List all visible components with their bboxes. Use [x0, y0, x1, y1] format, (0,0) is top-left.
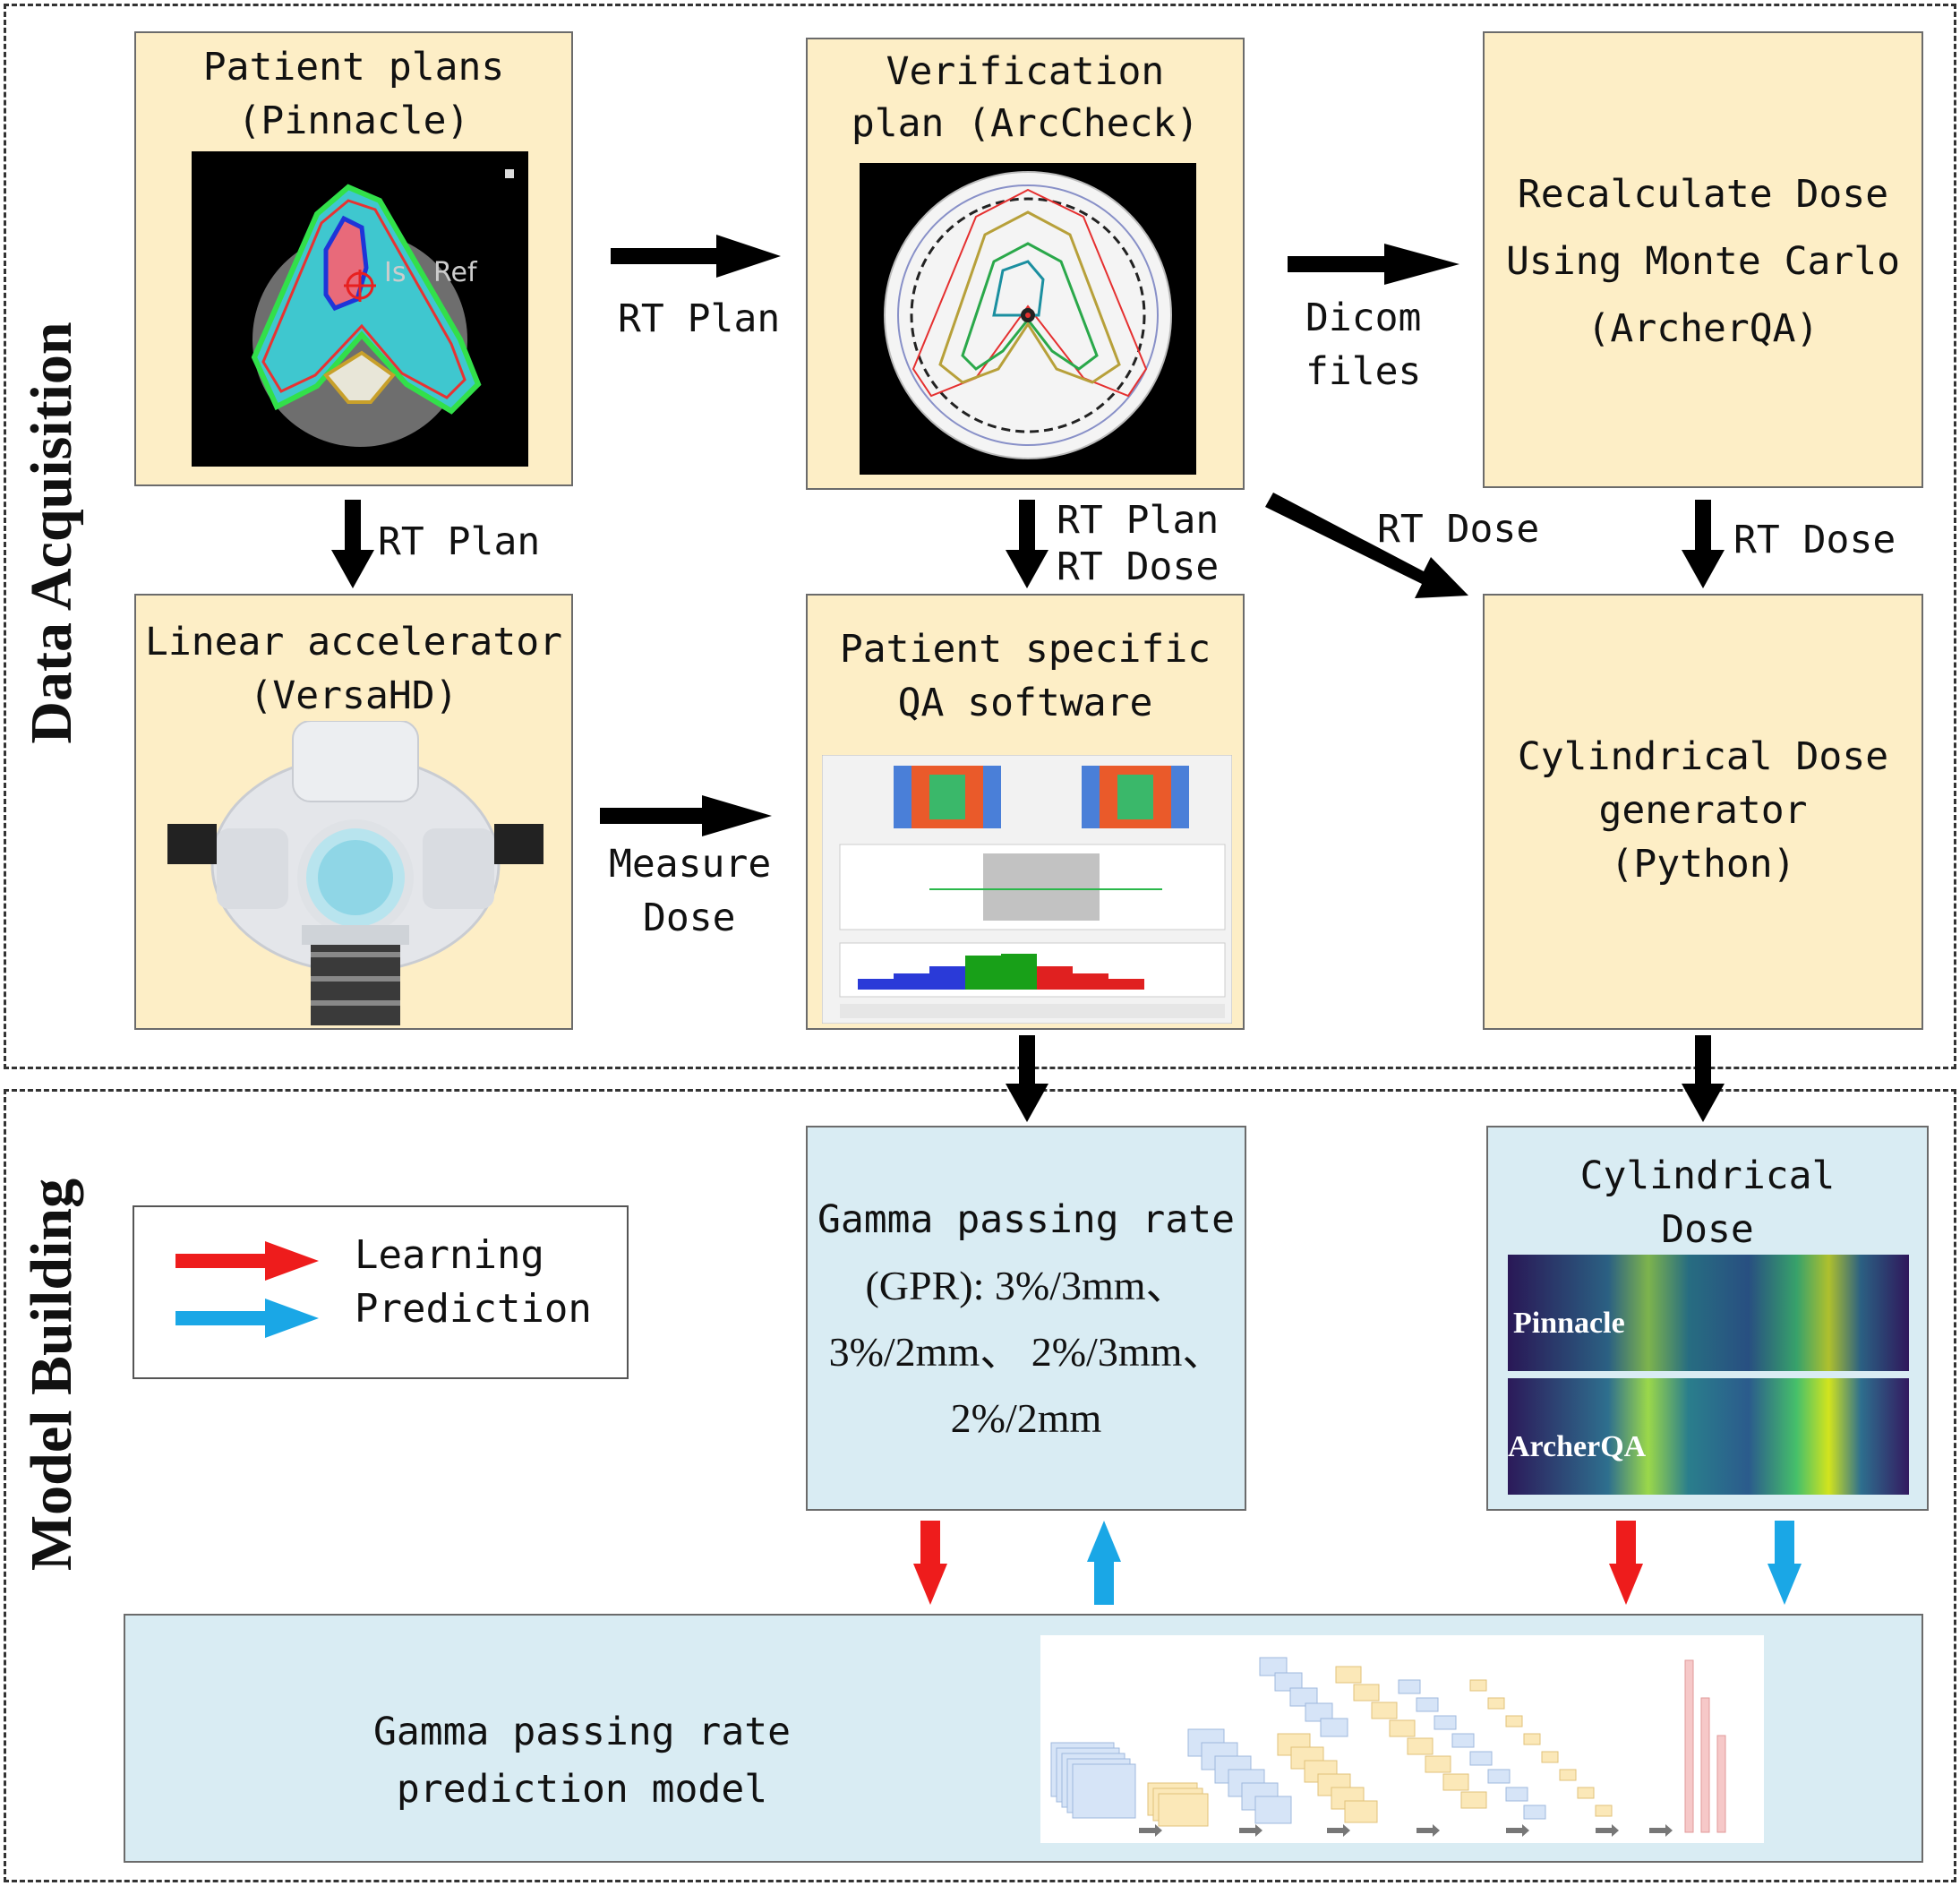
data-acquisition-section: [4, 4, 1956, 1069]
prediction-model-line1: Gamma passing rate: [373, 1710, 791, 1754]
label-rt-dose-mid: RT Dose: [1057, 544, 1220, 589]
prediction-model-box: Gamma passing rate prediction model: [124, 1614, 1923, 1863]
cnn-architecture-image: [1040, 1635, 1764, 1843]
recalculate-dose-line1: Recalculate Dose: [1517, 172, 1889, 217]
label-measure: Measure: [609, 842, 772, 887]
linear-accelerator-subtitle: (VersaHD): [249, 673, 458, 718]
gpr-line4: 2%/2mm: [950, 1395, 1102, 1441]
patient-plans-subtitle: (Pinnacle): [237, 99, 470, 143]
arrow-prediction-cylindrical: [1767, 1521, 1802, 1605]
cylindrical-generator-line2: generator: [1598, 788, 1808, 833]
linear-accelerator-box: Linear accelerator (VersaHD): [134, 594, 573, 1030]
recalculate-dose-line3: (ArcherQA): [1587, 306, 1819, 351]
arrow-learning-gpr: [913, 1521, 947, 1605]
model-building-section: [4, 1089, 1956, 1882]
cylindrical-generator-box: Cylindrical Dose generator (Python): [1483, 594, 1923, 1030]
arrow-recalculate-to-cylindrical: [1682, 500, 1725, 588]
arrow-prediction-gpr: [1087, 1521, 1121, 1605]
gpr-line3: 3%/2mm、 2%/3mm、: [828, 1329, 1224, 1375]
label-dose: Dose: [643, 896, 736, 940]
ct-scan-image: Is Ref: [192, 151, 528, 467]
arrow-patient-to-linac: [331, 500, 374, 588]
patient-plans-box: Patient plans (Pinnacle) Is Ref: [134, 31, 573, 486]
linac-image: [167, 721, 543, 1025]
arrow-verification-to-cylindrical: [1265, 493, 1468, 598]
gpr-line1: Gamma passing rate: [817, 1197, 1235, 1242]
legend-prediction-label: Prediction: [355, 1286, 592, 1332]
legend-learning-label: Learning: [355, 1232, 544, 1278]
verification-plan-box: Verification plan (ArcCheck): [806, 38, 1245, 490]
arrow-patient-to-verification: [611, 235, 781, 278]
svg-text:Ref: Ref: [433, 257, 478, 288]
label-rt-dose-right: RT Dose: [1733, 518, 1896, 562]
recalculate-dose-line2: Using Monte Carlo: [1505, 239, 1901, 284]
archerqa-label: ArcherQA: [1508, 1430, 1647, 1463]
pinnacle-dose-map: [1508, 1255, 1909, 1371]
patient-plans-title: Patient plans: [202, 45, 505, 90]
arrow-verification-to-qa: [1006, 500, 1048, 588]
pinnacle-label: Pinnacle: [1513, 1307, 1625, 1340]
cylindrical-dose-box: Cylindrical Dose Pinnacle: [1486, 1126, 1929, 1511]
qa-software-screenshot: [822, 755, 1232, 1024]
arccheck-image: [860, 163, 1196, 475]
prediction-model-line2: prediction model: [396, 1767, 768, 1812]
arrow-generator-to-dose: [1682, 1035, 1725, 1122]
learning-arrow-icon: [175, 1241, 319, 1281]
prediction-arrow-icon: [175, 1299, 319, 1338]
linear-accelerator-title: Linear accelerator: [145, 620, 562, 664]
label-rt-plan-left: RT Plan: [378, 519, 541, 564]
qa-software-title: Patient specific: [839, 627, 1211, 672]
label-rt-plan-mid: RT Plan: [1057, 498, 1220, 543]
cylindrical-dose-line2: Dose: [1661, 1207, 1754, 1252]
label-rt-dose-diag: RT Dose: [1377, 507, 1540, 552]
cylindrical-generator-line1: Cylindrical Dose: [1517, 734, 1889, 779]
arrow-qa-to-gpr: [1006, 1035, 1048, 1122]
qa-software-box: Patient specific QA software: [806, 594, 1245, 1030]
arrow-verification-to-recalculate: [1288, 244, 1459, 285]
gpr-line2: (GPR): 3%/3mm、: [865, 1263, 1187, 1308]
arrow-learning-cylindrical: [1609, 1521, 1643, 1605]
archerqa-dose-map: [1508, 1378, 1909, 1495]
arrow-linac-to-qa: [600, 795, 772, 836]
label-files: files: [1305, 349, 1422, 394]
verification-plan-subtitle: plan (ArcCheck): [851, 101, 1200, 146]
cylindrical-dose-line1: Cylindrical: [1579, 1153, 1836, 1198]
label-dicom: Dicom: [1305, 296, 1422, 340]
svg-text:Is: Is: [384, 257, 406, 288]
cylindrical-generator-line3: (Python): [1610, 842, 1796, 887]
recalculate-dose-box: Recalculate Dose Using Monte Carlo (Arch…: [1483, 31, 1923, 488]
verification-plan-title: Verification: [886, 49, 1165, 94]
qa-software-subtitle: QA software: [897, 681, 1153, 725]
legend: Learning Prediction: [133, 1205, 629, 1379]
gpr-box: Gamma passing rate (GPR): 3%/3mm、 3%/2mm…: [806, 1126, 1246, 1511]
label-rt-plan-top: RT Plan: [618, 296, 781, 341]
